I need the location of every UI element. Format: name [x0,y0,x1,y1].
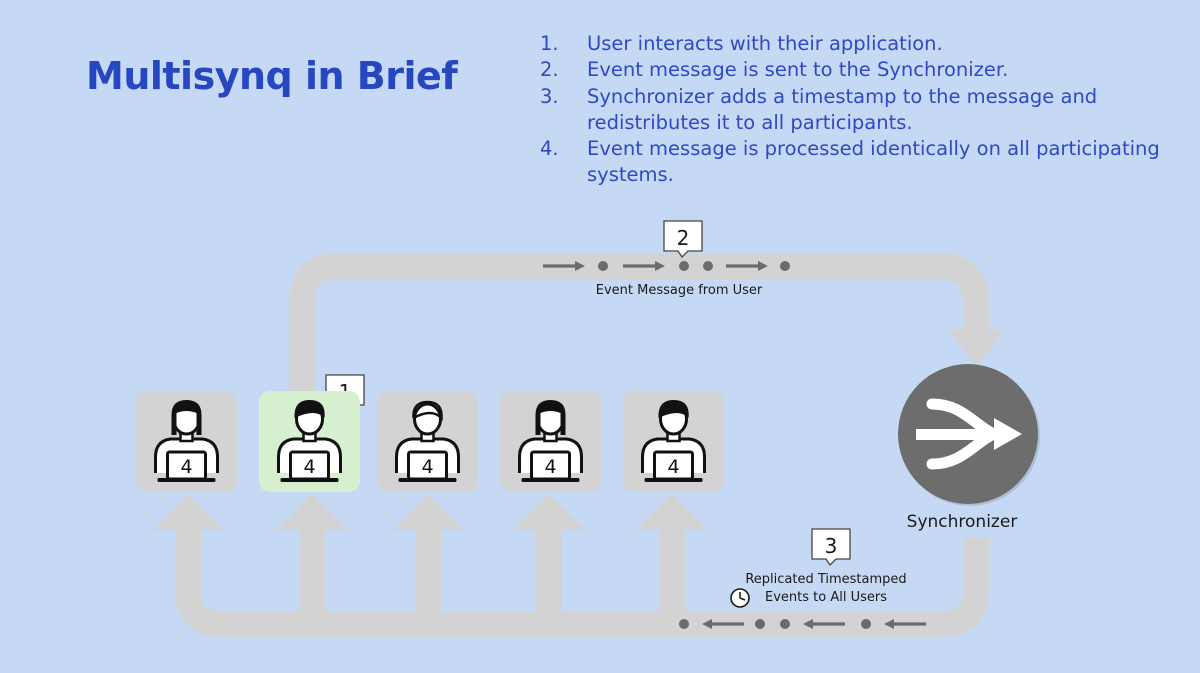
user-at-laptop-icon [641,400,706,482]
step-item: 1. User interacts with their application. [540,31,1160,57]
replicated-label-line1: Replicated Timestamped [745,572,906,587]
user-at-laptop-icon [395,400,460,482]
event-message-label: Event Message from User [596,283,763,298]
laptop-screen-number: 4 [667,456,679,478]
message-dot [755,619,765,629]
step-text: Event message is processed identically o… [587,137,1160,187]
laptop-screen-number: 4 [180,456,192,478]
laptop-screen-number: 4 [303,456,315,478]
message-dot [780,619,790,629]
user-tile: 4 [136,391,237,492]
synchronizer-input-arrow [948,330,1004,366]
user-tile: 4 [377,391,478,492]
message-dot [598,261,608,271]
laptop-screen-number: 4 [421,456,433,478]
step-number: 2. [540,58,559,82]
step-number: 3. [540,84,559,108]
steps-list: 1. User interacts with their application.… [540,31,1160,189]
outgoing-message-markers [543,261,790,271]
message-dot [861,619,871,629]
return-message-markers [679,619,926,629]
replicated-label-line2: Events to All Users [765,590,887,605]
step-text: Event message is sent to the Synchronize… [587,58,1009,82]
callout-number: 2 [677,226,690,250]
user-up-arrowhead [513,494,585,530]
page-title: Multisynq in Brief [86,54,458,98]
clock-icon [730,588,750,608]
return-track [175,528,989,637]
laptop-screen-number: 4 [544,456,556,478]
message-dot [679,261,689,271]
step-number: 1. [540,32,559,55]
message-dot [703,261,713,271]
step-item: 3. Synchronizer adds a timestamp to the m… [540,84,1160,137]
user-up-stem [659,528,685,612]
user-up-arrowhead [636,494,708,530]
step-text: User interacts with their application. [587,32,943,55]
synchronizer [898,364,1040,506]
user-tiles: 4 4 4 4 4 [136,391,724,492]
user-tile: 4 [623,391,724,492]
user-tile: 4 [259,391,360,492]
user-up-arrowhead [392,494,464,530]
user-at-laptop-icon [518,400,583,482]
user-up-arrowhead [152,494,224,530]
synchronizer-label: Synchronizer [907,512,1018,532]
message-dot [679,619,689,629]
user-at-laptop-icon [154,400,219,482]
user-up-stem [299,528,325,612]
message-dot [780,261,790,271]
step-number: 4. [540,137,559,161]
user-up-arrowhead [276,494,348,530]
step-item: 2. Event message is sent to the Synchroni… [540,57,1160,83]
user-at-laptop-icon [277,400,342,482]
user-tile: 4 [500,391,601,492]
step-text: Synchronizer adds a timestamp to the mes… [587,84,1098,134]
step-item: 4. Event message is processed identically… [540,136,1160,189]
merge-arrow-icon [916,398,1022,470]
user-up-stem [536,528,562,612]
step-callout-2: 2 [663,220,703,259]
user-up-stem [415,528,441,612]
step-callout-3: 3 [811,528,851,567]
callout-number: 3 [825,534,838,558]
